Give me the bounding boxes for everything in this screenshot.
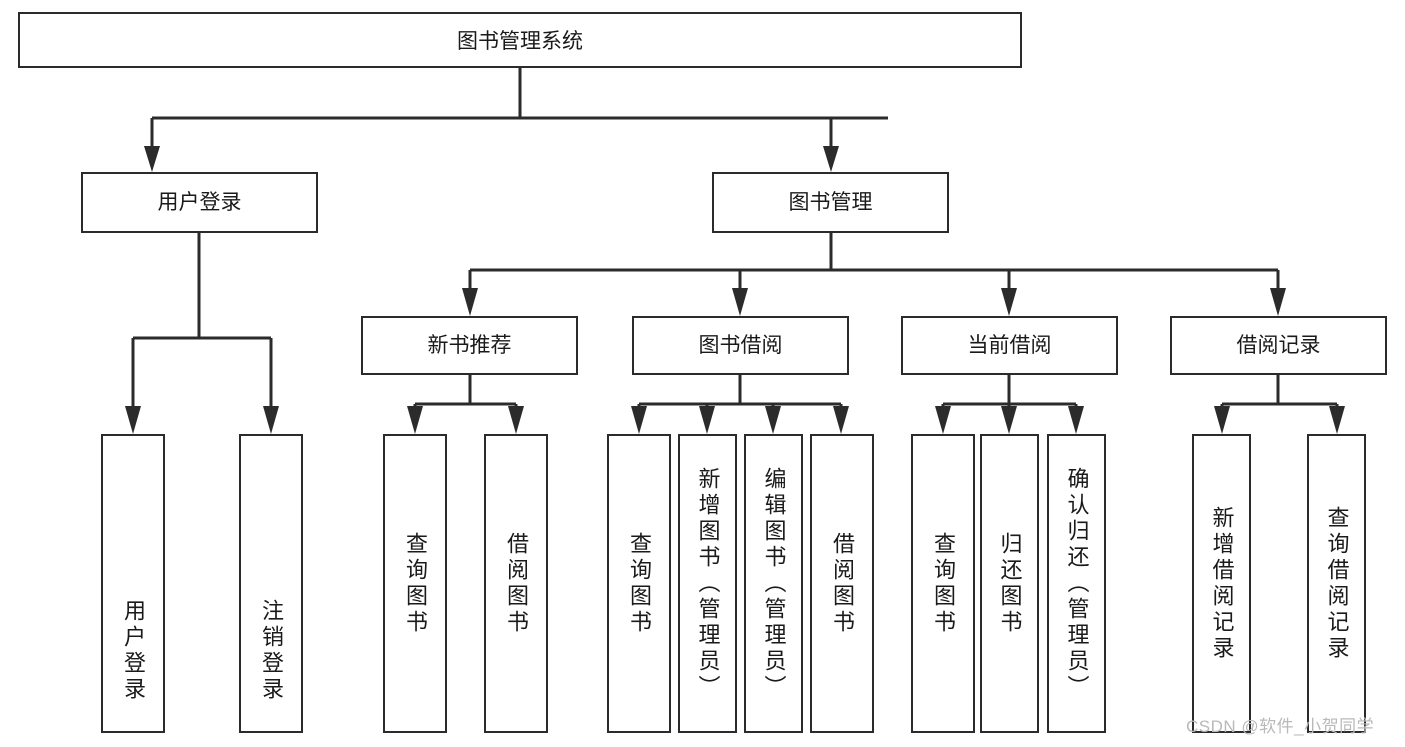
node-label: 注销登录 — [259, 599, 284, 703]
leaf-current-query-book[interactable]: 查询图书 — [911, 434, 975, 733]
node-book-borrow[interactable]: 图书借阅 — [632, 316, 849, 375]
leaf-record-add-record[interactable]: 新增借阅记录 — [1192, 434, 1251, 733]
node-label: 编辑图书（管理员） — [761, 466, 787, 701]
node-label: 用户登录 — [121, 599, 146, 703]
leaf-user-login-signin[interactable]: 用户登录 — [101, 434, 165, 733]
node-current-borrow[interactable]: 当前借阅 — [901, 316, 1118, 375]
leaf-recommend-query-book[interactable]: 查询图书 — [383, 434, 447, 733]
node-label: 借阅记录 — [1236, 333, 1321, 357]
node-label: 确认归还（管理员） — [1064, 466, 1090, 701]
node-label: 图书管理系统 — [457, 30, 583, 53]
node-label: 图书借阅 — [698, 333, 783, 357]
node-label: 借阅图书 — [830, 531, 855, 636]
node-root-system[interactable]: 图书管理系统 — [18, 12, 1022, 68]
leaf-borrow-add-book-admin[interactable]: 新增图书（管理员） — [678, 434, 737, 733]
node-label: 新增图书（管理员） — [695, 466, 721, 701]
node-new-book-recommend[interactable]: 新书推荐 — [361, 316, 578, 375]
node-borrow-record[interactable]: 借阅记录 — [1170, 316, 1387, 375]
node-label: 借阅图书 — [504, 531, 529, 636]
node-label: 归还图书 — [997, 531, 1023, 636]
node-label: 用户登录 — [157, 190, 242, 214]
node-label: 查询图书 — [931, 531, 956, 636]
node-label: 查询借阅记录 — [1324, 505, 1350, 662]
leaf-borrow-query-book[interactable]: 查询图书 — [607, 434, 671, 733]
watermark-text: CSDN @软件_小贺同学 — [1186, 717, 1375, 736]
node-label: 查询图书 — [627, 531, 652, 636]
node-book-management[interactable]: 图书管理 — [712, 172, 949, 233]
leaf-user-login-signout[interactable]: 注销登录 — [239, 434, 303, 733]
leaf-borrow-borrow-book[interactable]: 借阅图书 — [810, 434, 874, 733]
leaf-current-return-book[interactable]: 归还图书 — [980, 434, 1039, 733]
leaf-recommend-borrow-book[interactable]: 借阅图书 — [484, 434, 548, 733]
leaf-borrow-edit-book-admin[interactable]: 编辑图书（管理员） — [744, 434, 803, 733]
node-label: 当前借阅 — [967, 333, 1052, 357]
node-label: 图书管理 — [788, 190, 873, 214]
leaf-current-confirm-return-admin[interactable]: 确认归还（管理员） — [1047, 434, 1106, 733]
node-label: 新增借阅记录 — [1209, 505, 1235, 662]
leaf-record-query-record[interactable]: 查询借阅记录 — [1307, 434, 1366, 733]
node-user-login[interactable]: 用户登录 — [81, 172, 318, 233]
node-label: 查询图书 — [403, 531, 428, 636]
node-label: 新书推荐 — [427, 333, 512, 357]
